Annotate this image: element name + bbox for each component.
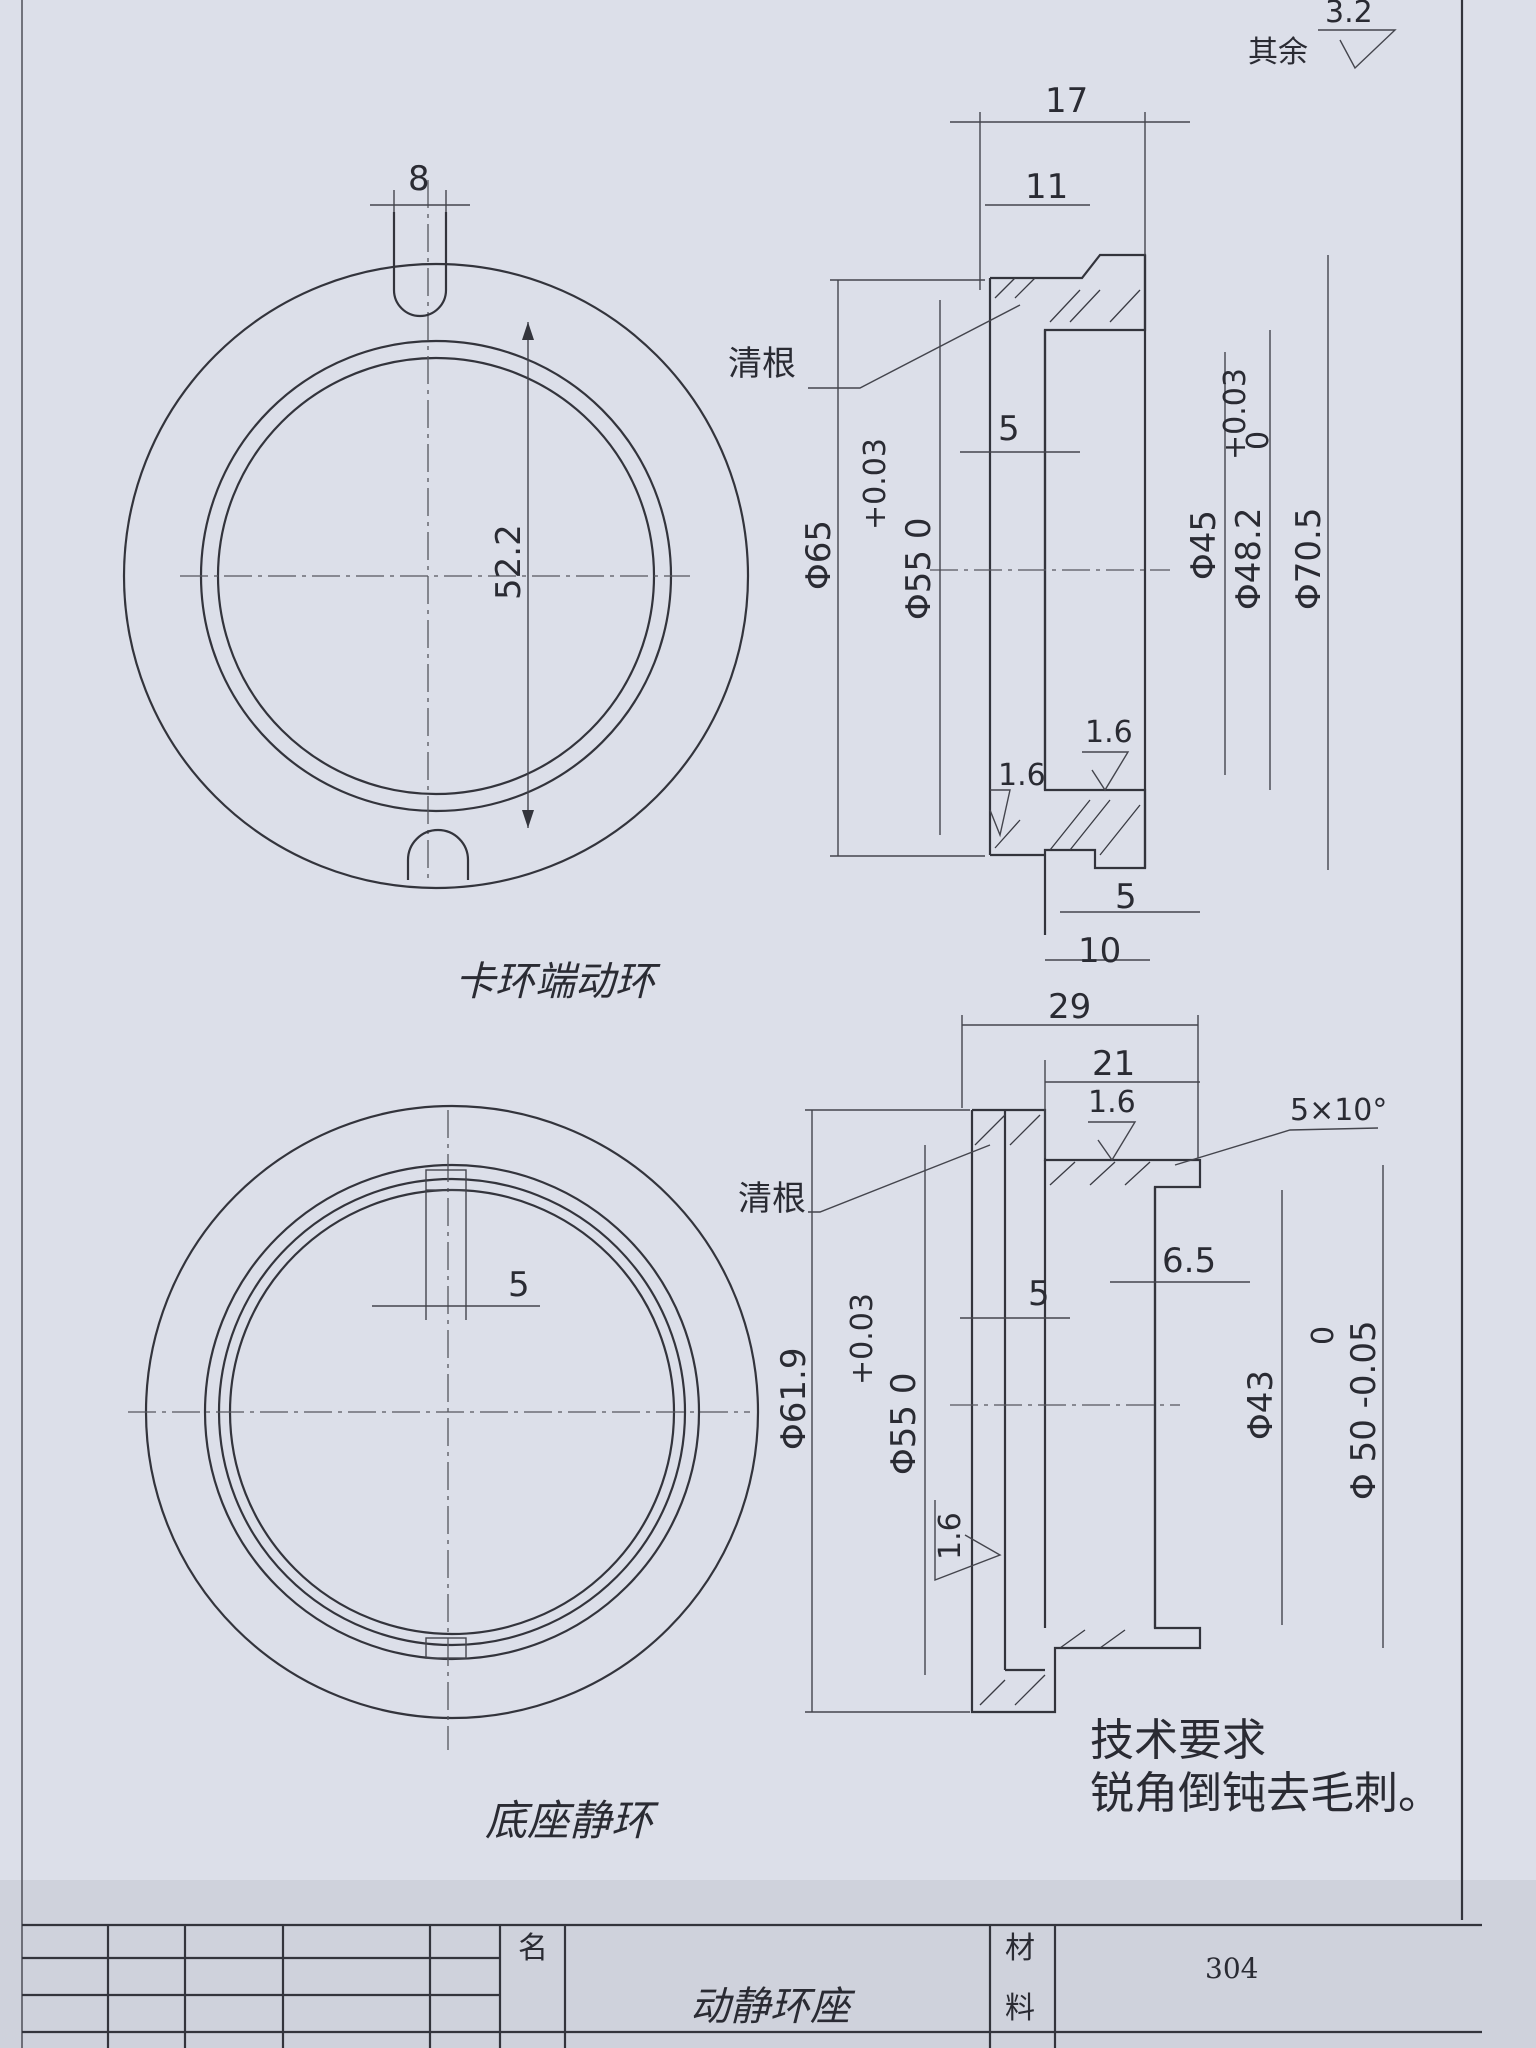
bottom-part-caption: 底座静环 — [485, 1796, 659, 1845]
roughness-label: 其余 — [1248, 35, 1308, 70]
top-part-caption: 卡环端动环 — [455, 959, 661, 1005]
len-6-5-dim: 6.5 — [1162, 1241, 1216, 1281]
material-label-1: 材 — [1005, 1931, 1035, 1966]
roughness-1-6-d: 1.6 — [933, 1512, 968, 1560]
dia-45-dim: Φ45 — [1184, 510, 1224, 580]
top-pin-slot — [425, 1169, 467, 1191]
dia-55-dim: Φ55 0 — [899, 518, 939, 620]
top-ring-front-view: 8 52.2 卡环端动环 — [122, 159, 750, 1005]
part-name: 动静环座 — [690, 1984, 856, 2030]
dia-61-9-dim: Φ61.9 — [774, 1348, 814, 1450]
bottom-ring-section-view: 29 21 5 6.5 5×10° 1.6 1.6 Φ61.9 +0.03 Φ5… — [738, 987, 1387, 1714]
dia-48-dim: Φ48.2 — [1229, 508, 1269, 610]
len-10-dim: 10 — [1078, 931, 1121, 971]
inner-diameter-dim: 52.2 — [489, 524, 529, 600]
dia-50-tol-upper: 0 — [1306, 1326, 1341, 1345]
len-5-bottom-dim: 5 — [1028, 1274, 1050, 1314]
top-keyway-slot — [392, 212, 448, 318]
roughness-1-6-a: 1.6 — [1085, 715, 1133, 750]
name-label: 名 — [518, 1931, 548, 1966]
dia-48-tol: +0.03 — [1218, 368, 1253, 460]
len-5-dim: 5 — [998, 409, 1020, 449]
len-11-dim: 11 — [1025, 167, 1068, 207]
roughness-1-6-c: 1.6 — [1088, 1085, 1136, 1120]
dia-55-tol-upper: +0.03 — [858, 438, 893, 530]
len-5b-dim: 5 — [1115, 877, 1137, 917]
bottom-ring-front-view: 5 底座静环 — [128, 1104, 760, 1845]
dia-50-dim: Φ 50 -0.05 — [1344, 1320, 1384, 1500]
dia-70-5-dim: Φ70.5 — [1289, 508, 1329, 610]
technical-requirements: 技术要求 锐角倒钝去毛刺。 — [1090, 1715, 1442, 1819]
len-21-dim: 21 — [1092, 1044, 1135, 1084]
qinggen-note-bottom: 清根 — [738, 1179, 806, 1219]
chamfer-note: 5×10° — [1290, 1093, 1387, 1128]
roughness-value: 3.2 — [1325, 0, 1373, 30]
requirements-text: 锐角倒钝去毛刺。 — [1090, 1768, 1442, 1819]
section-hatch-bottom — [994, 799, 1141, 856]
section-hatch-bottom-part — [974, 1114, 1151, 1706]
pin-slot-width-dim: 5 — [508, 1265, 530, 1305]
general-roughness-note: 其余 3.2 — [1248, 0, 1397, 70]
section-hatch-top — [994, 277, 1141, 323]
material-value: 304 — [1205, 1952, 1258, 1985]
title-block: 名 动静环座 材 料 304 — [22, 1923, 1482, 2048]
slot-width-dim: 8 — [408, 159, 430, 199]
dia-65-dim: Φ65 — [799, 520, 839, 590]
len-29-dim: 29 — [1048, 987, 1091, 1027]
qinggen-note-top: 清根 — [728, 344, 796, 384]
dia-43-dim: Φ43 — [1241, 1370, 1281, 1440]
bottom-keyway-slot — [406, 828, 470, 880]
material-label-2: 料 — [1005, 1991, 1035, 2026]
len-17-dim: 17 — [1045, 81, 1088, 121]
roughness-symbol — [1318, 29, 1397, 70]
top-ring-section-view: 17 11 5 5 10 Φ65 +0.03 Φ55 0 Φ45 Φ48.2 +… — [728, 81, 1329, 971]
bottom-pin-slot — [425, 1637, 467, 1659]
dia-55-bottom-dim: Φ55 0 — [884, 1373, 924, 1475]
dia-55-tol-upper-bottom: +0.03 — [845, 1293, 880, 1385]
dia-48-tol-lower: 0 — [1241, 431, 1276, 450]
roughness-1-6-b: 1.6 — [998, 758, 1046, 793]
requirements-title: 技术要求 — [1090, 1715, 1266, 1766]
